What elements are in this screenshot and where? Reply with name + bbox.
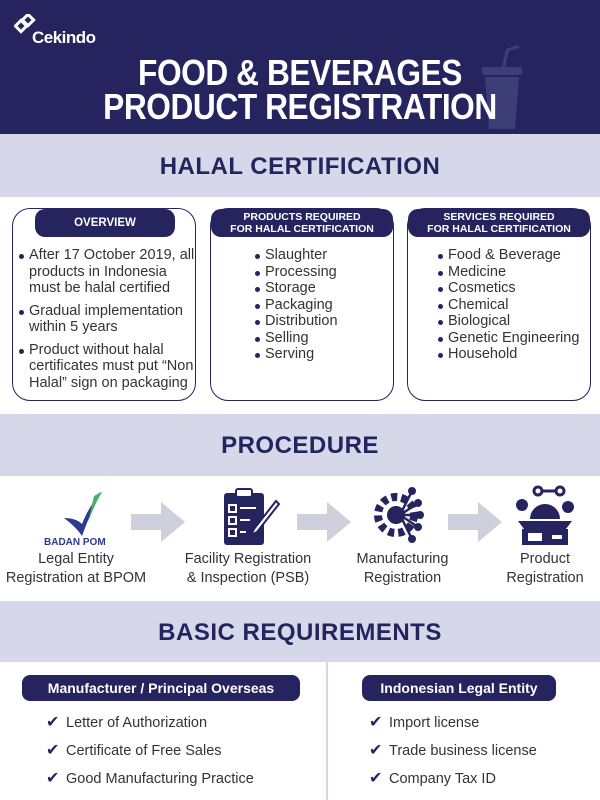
drink-cup-icon	[482, 45, 522, 129]
products-list: Slaughter Processing Storage Packaging D…	[253, 247, 338, 363]
gear-network-icon	[374, 487, 424, 543]
bpom-text: BADAN POM	[44, 537, 106, 548]
overview-card: OVERVIEW After 17 October 2019, all prod…	[12, 208, 196, 401]
list-item: Certificate of Free Sales	[46, 737, 254, 765]
step-label: Legal Entity	[38, 551, 114, 567]
list-item: Gradual implementation within 5 years	[17, 303, 195, 336]
section-heading-procedure: PROCEDURE	[0, 414, 600, 476]
arrow-right-icon	[448, 502, 502, 542]
list-item: Letter of Authorization	[46, 709, 254, 737]
list-item: Chemical	[436, 297, 579, 314]
bpom-label: BADAN POM	[44, 537, 106, 548]
list-item: Selling	[253, 330, 338, 347]
list-item: Trade business license	[369, 737, 537, 765]
bpom-logo	[64, 492, 102, 536]
legal-entity-list: Import license Trade business license Co…	[369, 709, 537, 793]
arrow-right-icon	[297, 502, 351, 542]
title-line-2: PRODUCT REGISTRATION	[103, 86, 497, 127]
step-label: Registration	[363, 570, 442, 586]
legal-entity-title: Indonesian Legal Entity	[362, 675, 556, 701]
list-item: Import license	[369, 709, 537, 737]
list-item: Distribution	[253, 313, 338, 330]
step-label: & Inspection (PSB)	[186, 570, 310, 586]
list-item: Genetic Engineering	[436, 330, 579, 347]
clipboard-checklist-icon	[224, 488, 280, 545]
arrow-right-icon	[131, 502, 185, 542]
title-line-1: FOOD & BEVERAGES	[138, 52, 462, 93]
product-box-icon	[516, 485, 574, 545]
list-item: Slaughter	[253, 247, 338, 264]
manufacturer-list: Letter of Authorization Certificate of F…	[46, 709, 254, 793]
list-item: Food & Beverage	[436, 247, 579, 264]
column-divider	[326, 662, 328, 800]
services-title-line: FOR HALAL CERTIFICATION	[427, 223, 571, 235]
section-heading-requirements: BASIC REQUIREMENTS	[0, 601, 600, 662]
list-item: Biological	[436, 313, 579, 330]
manufacturer-title: Manufacturer / Principal Overseas	[22, 675, 300, 701]
products-title-line: PRODUCTS REQUIRED	[243, 211, 361, 223]
logo-mark-icon	[14, 14, 36, 34]
list-item: Packaging	[253, 297, 338, 314]
list-item: Household	[436, 346, 579, 363]
list-item: Cosmetics	[436, 280, 579, 297]
section-heading-halal: HALAL CERTIFICATION	[0, 134, 600, 197]
step-label: Registration at BPOM	[5, 570, 147, 586]
list-item: Serving	[253, 346, 338, 363]
step-label: Registration	[506, 570, 584, 586]
list-item: After 17 October 2019, all products in I…	[17, 247, 195, 297]
step-label: Facility Registration	[184, 551, 312, 567]
list-item: Storage	[253, 280, 338, 297]
header-banner: Cekindo FOOD & BEVERAGES PRODUCT REGISTR…	[0, 0, 600, 134]
logo-name: Cekindo	[32, 28, 96, 47]
step-facility: Facility Registration & Inspection (PSB)	[168, 550, 328, 588]
services-list: Food & Beverage Medicine Cosmetics Chemi…	[436, 247, 579, 363]
overview-title: OVERVIEW	[35, 209, 175, 237]
list-item: Medicine	[436, 264, 579, 281]
step-label: Product	[520, 551, 570, 567]
list-item: Processing	[253, 264, 338, 281]
page-title: FOOD & BEVERAGES PRODUCT REGISTRATION	[36, 52, 564, 127]
list-item: Company Tax ID	[369, 765, 537, 793]
services-title-line: SERVICES REQUIRED	[443, 211, 555, 223]
step-label: Manufacturing	[356, 551, 449, 567]
products-title-line: FOR HALAL CERTIFICATION	[230, 223, 374, 235]
list-item: Product without halal certificates must …	[17, 342, 195, 392]
list-item: Good Manufacturing Practice	[46, 765, 254, 793]
